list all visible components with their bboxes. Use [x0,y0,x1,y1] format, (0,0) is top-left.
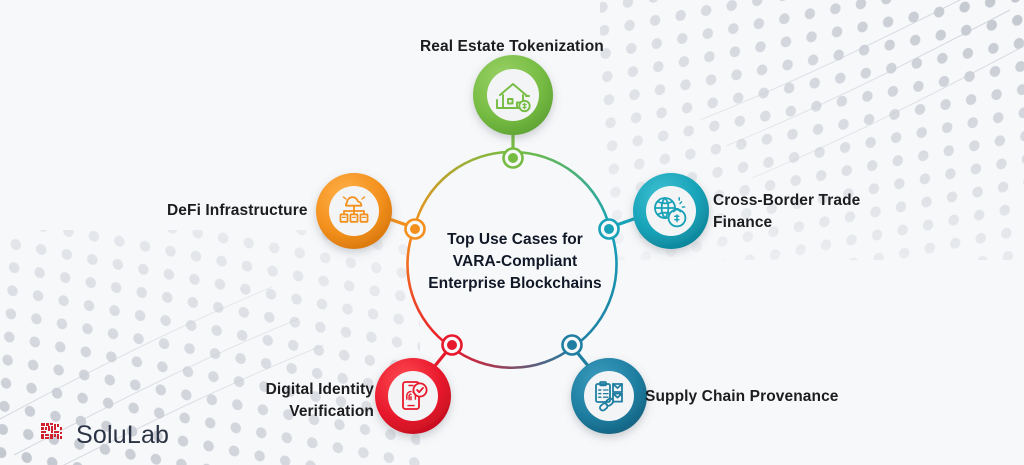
house-coin-icon [496,83,531,113]
ring-dot-real-estate [502,147,524,169]
node-digital-identity-verification[interactable] [375,358,451,434]
ring-connector-dots [404,147,620,356]
label-real-estate-tokenization: Real Estate Tokenization [420,38,604,55]
solulab-mark-icon [41,423,62,439]
wheel-ring [406,150,618,370]
phone-fingerprint-icon [402,381,428,410]
ring-dot-supply-chain [561,334,583,356]
node-real-estate-tokenization[interactable] [473,55,553,135]
label-defi-infrastructure: DeFi Infrastructure [167,202,308,219]
solulab-wordmark: SoluLab [76,421,170,449]
ring-dot-defi [404,218,426,240]
ring-dot-digital-identity [441,334,463,356]
globe-money-bag-icon [654,197,687,228]
node-cross-border-trade-finance[interactable] [633,173,709,249]
node-defi-infrastructure[interactable] [316,173,392,249]
label-supply-chain-provenance: Supply Chain Provenance [645,388,839,405]
label-digital-identity-verification: Digital Identity Verification [265,381,374,421]
ring-dot-cross-border [598,218,620,240]
center-title: Top Use Cases for VARA-Compliant Enterpr… [428,231,602,292]
clipboard-chain-icon [595,381,623,412]
node-supply-chain-provenance[interactable] [571,358,647,434]
label-cross-border-trade-finance: Cross-Border Trade Finance [713,192,861,232]
solulab-logo[interactable]: SoluLab [40,421,169,450]
network-nodes-icon [339,196,369,223]
